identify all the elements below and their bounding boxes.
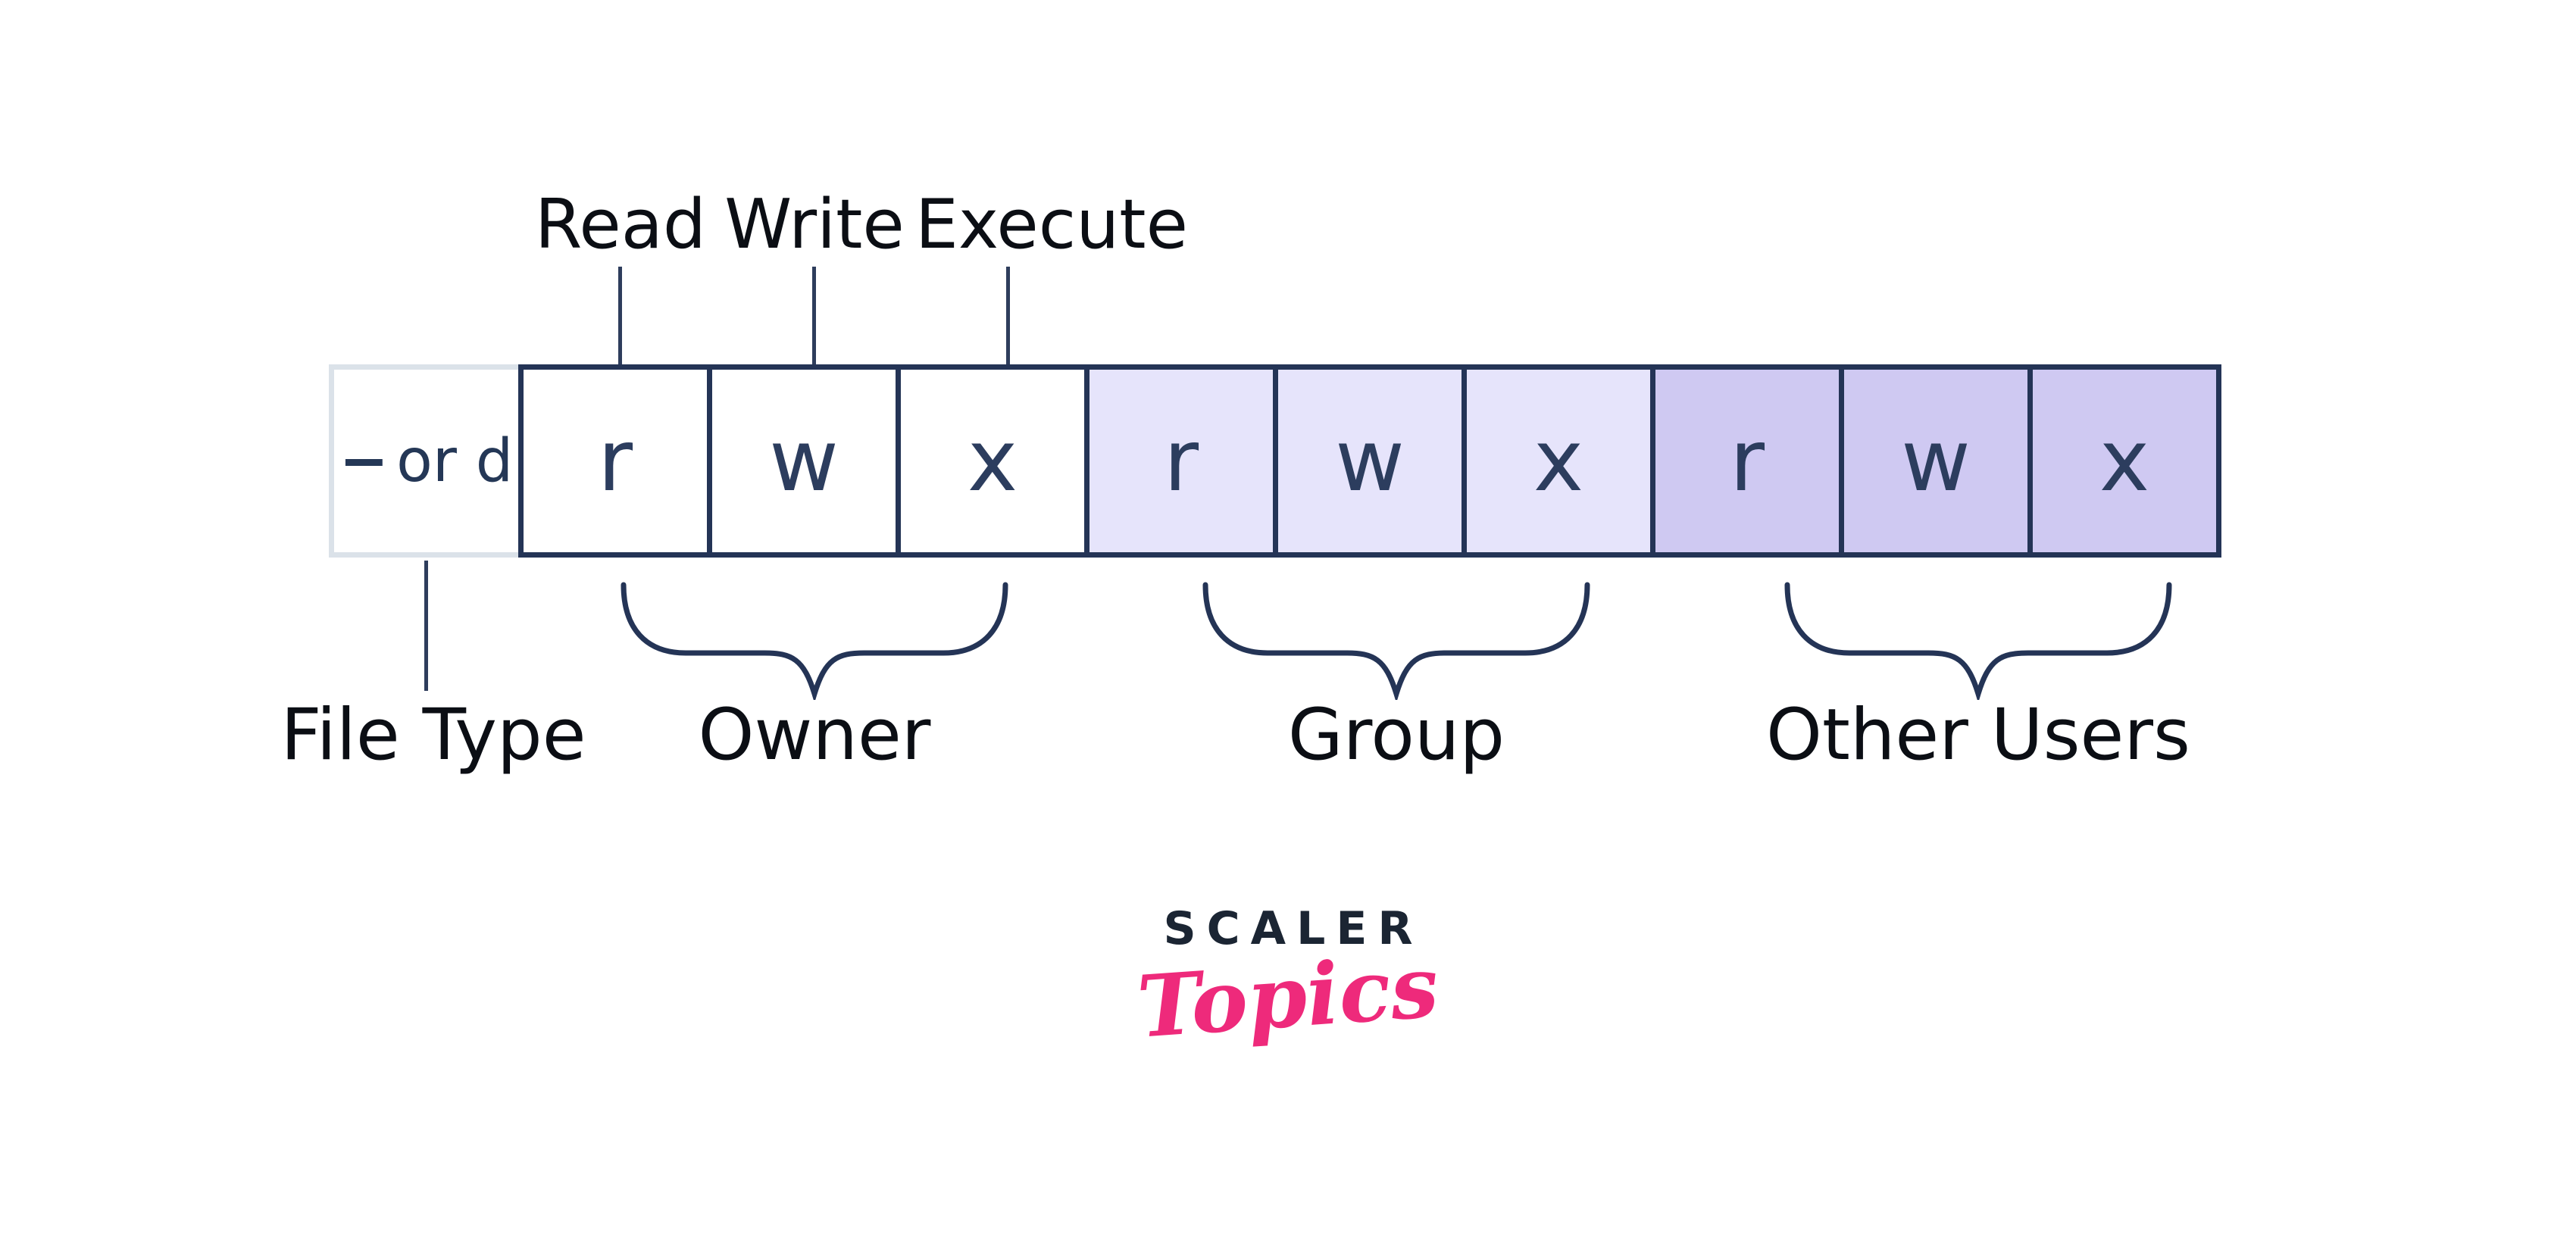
execute-connector-line	[1006, 267, 1010, 366]
owner-read-cell: r	[518, 364, 712, 558]
other-read-cell: r	[1650, 364, 1844, 558]
other-users-brace	[1784, 582, 2172, 700]
owner-write-cell: w	[707, 364, 901, 558]
owner-brace	[621, 582, 1008, 700]
owner-execute-cell: x	[896, 364, 1089, 558]
read-label: Read	[534, 185, 707, 264]
write-label: Write	[724, 185, 905, 264]
read-connector-line	[618, 267, 622, 366]
group-read-cell: r	[1084, 364, 1278, 558]
other-users-brace-path	[1784, 582, 2172, 700]
permission-bits-row: − or d r w x r w x r w x	[329, 364, 2221, 558]
group-label: Group	[1287, 694, 1505, 776]
group-execute-cell: x	[1462, 364, 1655, 558]
other-execute-cell: x	[2027, 364, 2221, 558]
group-brace-path	[1202, 582, 1590, 700]
file-type-cell: − or d	[329, 364, 524, 558]
group-write-cell: w	[1273, 364, 1467, 558]
group-brace	[1202, 582, 1590, 700]
file-type-label: File Type	[280, 694, 586, 776]
file-type-connector-line	[424, 561, 428, 691]
file-type-dash: −	[339, 426, 389, 495]
file-type-text: or d	[396, 426, 514, 495]
other-users-label: Other Users	[1765, 694, 2191, 776]
topics-wordmark: Topics	[1134, 937, 1442, 1057]
other-write-cell: w	[1839, 364, 2033, 558]
scaler-topics-logo: SCALER Topics	[1134, 902, 1441, 1057]
write-connector-line	[812, 267, 816, 366]
scaler-wordmark: SCALER	[1163, 902, 1424, 955]
owner-label: Owner	[698, 694, 931, 776]
owner-brace-path	[621, 582, 1008, 700]
execute-label: Execute	[915, 185, 1188, 264]
